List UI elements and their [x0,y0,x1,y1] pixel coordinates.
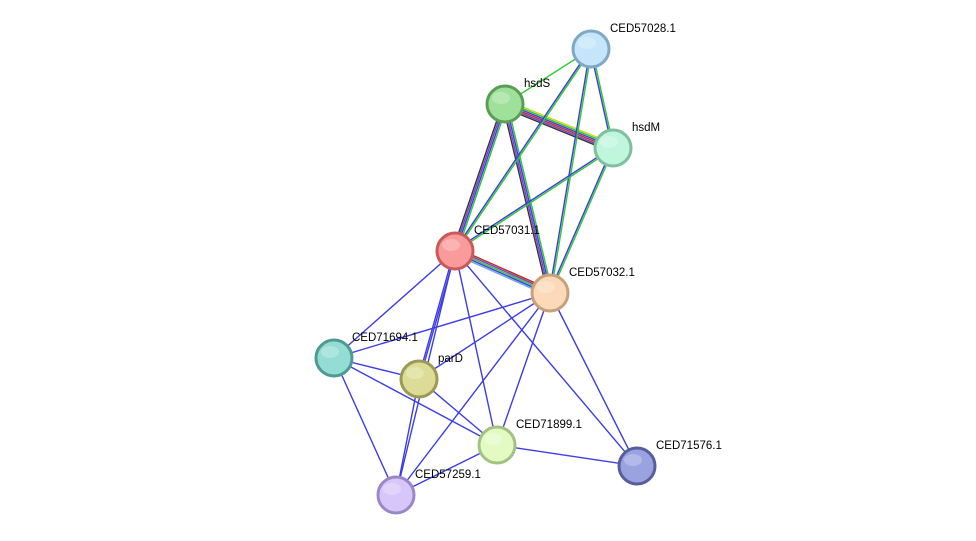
edge-CED71694.1-CED71899.1 [333,357,498,446]
edge-line [455,148,614,253]
edge-line [395,378,420,496]
edge-hsdM-CED57032.1 [548,147,615,294]
node-highlight [484,433,502,445]
edge-CED57032.1-parD [418,292,551,380]
edge-line [496,292,551,446]
edge-line [503,107,612,153]
node-label: CED71576.1 [656,440,722,452]
edge-CED57031.1-CED71899.1 [454,250,498,446]
edge-hsdM-CED57031.1 [454,146,614,253]
edge-line [454,146,613,251]
edge-line [453,103,505,251]
edge-hsdS-CED57032.1 [501,103,554,294]
edge-line [455,104,507,252]
node-label: CED57032.1 [569,267,635,279]
node-highlight [537,281,555,293]
edges-layer [333,48,638,496]
node-circle[interactable] [477,425,517,465]
node-label: CED57031.1 [474,225,540,237]
edge-line [548,48,591,293]
edge-line [333,250,456,359]
node-CED71899.1[interactable]: CED71899.1 [477,419,582,465]
edge-line [453,48,591,251]
edge-line [550,148,615,294]
edge-line [418,292,551,380]
edge-line [333,292,551,359]
node-CED57259.1[interactable]: CED57259.1 [376,469,481,515]
edge-line [452,103,504,251]
node-label: hsdM [632,122,660,134]
edge-CED57032.1-CED71576.1 [549,292,638,467]
edge-line [503,105,613,151]
node-circle[interactable] [530,273,570,313]
edge-line [333,357,397,496]
edge-line [506,99,615,145]
edge-line [456,104,508,252]
node-parD[interactable]: parD [399,353,463,399]
node-highlight [624,454,642,466]
node-label: CED71694.1 [352,332,418,344]
edge-line [417,250,455,379]
node-label: CED57028.1 [610,23,676,35]
node-CED57031.1[interactable]: CED57031.1 [435,225,540,271]
node-label: CED71899.1 [516,419,582,431]
edge-line [505,101,615,147]
edge-line [548,147,613,293]
edge-line [333,357,498,446]
edge-line [454,250,638,467]
node-highlight [383,483,401,495]
edge-line [496,444,638,467]
node-circle[interactable] [376,475,416,515]
node-circle[interactable] [485,84,525,124]
edge-line [549,292,638,467]
edge-CED71899.1-CED71576.1 [496,444,638,467]
node-label: CED57259.1 [415,469,481,481]
edge-line [506,103,554,293]
node-highlight [578,37,596,49]
node-highlight [406,367,424,379]
edge-CED57032.1-CED71694.1 [333,292,551,359]
edge-hsdS-CED57031.1 [452,103,508,252]
node-circle[interactable] [314,338,354,378]
edge-CED57031.1-CED71694.1 [333,250,456,359]
node-highlight [600,136,618,148]
edge-line [395,292,551,496]
edge-CED57028.1-CED57031.1 [453,48,593,252]
edge-CED57031.1-CED71576.1 [454,250,638,467]
node-highlight [442,239,460,251]
node-highlight [492,92,510,104]
node-circle[interactable] [593,128,633,168]
edge-CED57028.1-CED57032.1 [548,48,593,294]
edge-parD-CED57259.1 [395,378,420,496]
node-hsdS[interactable]: hsdS [485,78,551,124]
edge-line [501,104,549,294]
node-label: hsdS [524,78,551,90]
edge-CED71694.1-CED57259.1 [333,357,397,496]
node-CED71694.1[interactable]: CED71694.1 [314,332,418,378]
node-CED57028.1[interactable]: CED57028.1 [571,23,676,69]
edge-CED57032.1-CED57259.1 [395,292,551,496]
node-circle[interactable] [571,29,611,69]
nodes-layer: CED57028.1 hsdS hsdM CED57031.1CED57032.1CE… [314,23,722,515]
edge-CED57032.1-CED71899.1 [496,292,551,446]
node-highlight [321,346,339,358]
node-CED57032.1[interactable]: CED57032.1 [530,267,635,313]
node-CED71576.1[interactable]: CED71576.1 [617,440,722,486]
node-circle[interactable] [617,446,657,486]
node-hsdM[interactable]: hsdM [593,122,660,168]
node-label: parD [438,353,463,365]
edge-line [505,103,552,293]
edge-line [550,49,593,294]
node-circle[interactable] [435,231,475,271]
edge-line [455,49,593,252]
node-circle[interactable] [399,359,439,399]
edge-line [503,104,550,294]
edge-line [454,250,498,446]
